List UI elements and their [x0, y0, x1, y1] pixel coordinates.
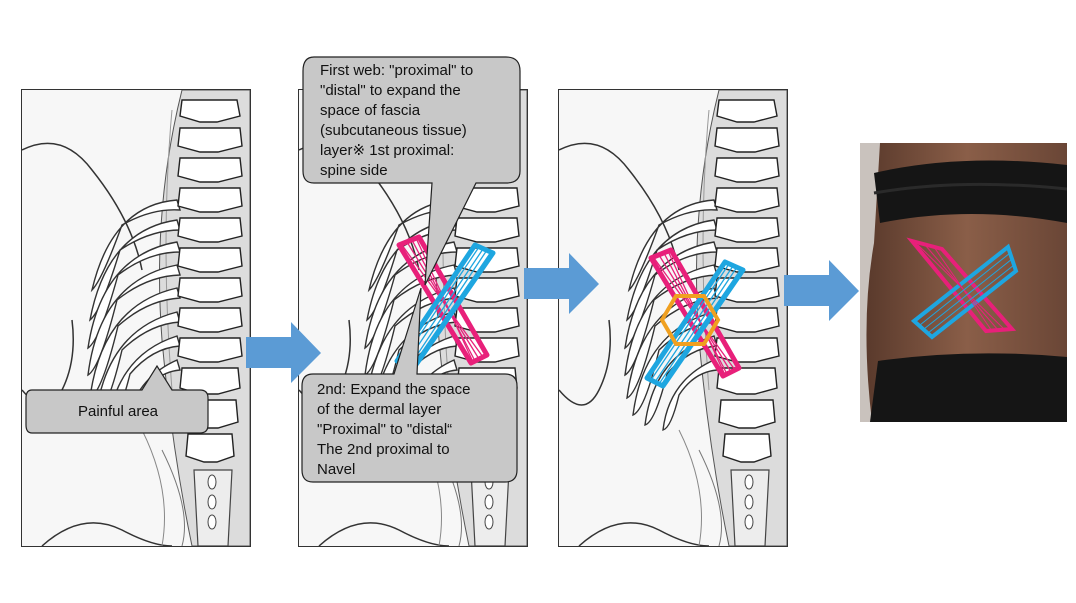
panel-combined-tape	[558, 89, 788, 547]
first-web-callout-shape	[302, 56, 521, 286]
second-line: of the dermal layer	[317, 401, 442, 418]
back-illustration	[22, 90, 250, 546]
second-callout-shape	[301, 287, 518, 483]
first-web-label: First web: "proximal" to "distal" to exp…	[320, 61, 520, 181]
first-web-line: (subcutaneous tissue)	[320, 122, 467, 139]
second-line: Navel	[317, 461, 356, 478]
first-web-line: layer※ 1st proximal:	[320, 142, 455, 159]
right-arrow-icon	[246, 322, 321, 383]
painful-area-callout-shape	[25, 364, 209, 434]
first-web-line: "distal" to expand the	[320, 82, 461, 99]
painful-area-label: Painful area	[26, 402, 210, 422]
right-arrow-icon	[524, 253, 599, 314]
right-arrow-icon	[784, 260, 859, 321]
first-web-line: spine side	[320, 162, 388, 179]
second-label: 2nd: Expand the space of the dermal laye…	[317, 380, 517, 480]
applied-tape-photo	[860, 143, 1067, 422]
first-web-line: space of fascia	[320, 102, 421, 119]
first-web-line: First web: "proximal" to	[320, 62, 474, 79]
painful-area-text: Painful area	[77, 403, 159, 420]
back-illustration	[559, 90, 787, 546]
second-line: "Proximal" to "distal“	[317, 421, 453, 438]
panel-painful-area	[21, 89, 251, 547]
second-line: The 2nd proximal to	[317, 441, 450, 458]
second-line: 2nd: Expand the space	[317, 381, 471, 398]
focus-hexagon	[659, 294, 721, 346]
